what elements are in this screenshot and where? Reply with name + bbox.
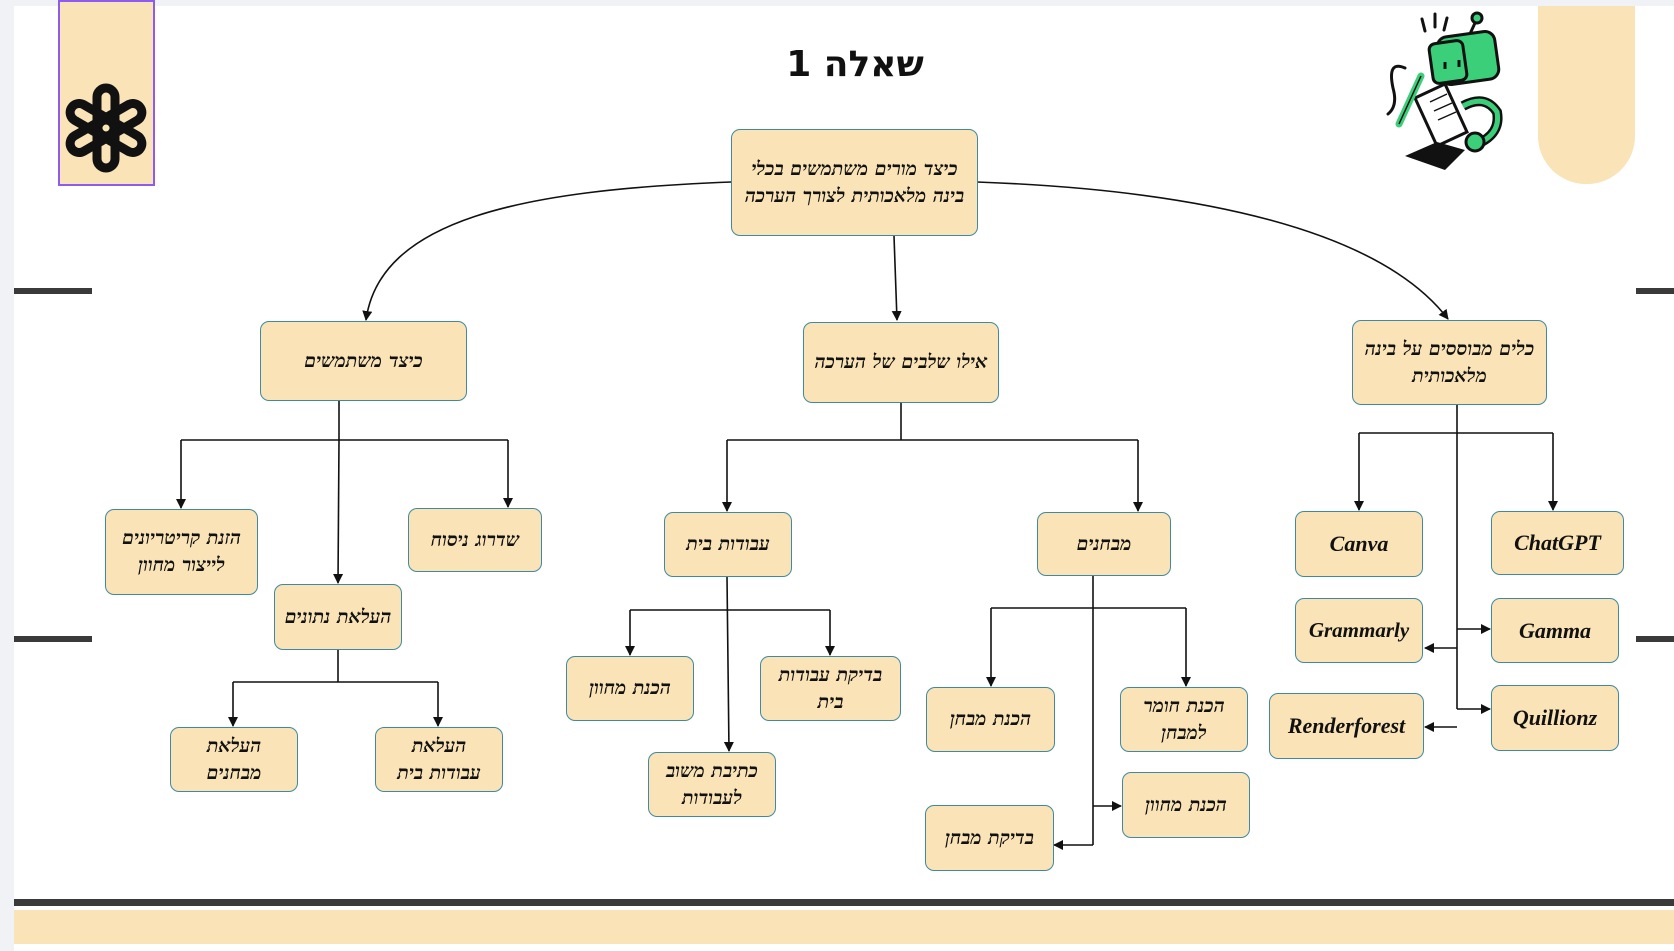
tools-node[interactable]: כלים מבוססים על בינה מלאכותית [1352, 320, 1547, 405]
bottom-rule [14, 899, 1674, 906]
hw-feedback-node[interactable]: כתיבת משוב לעבודות [648, 752, 776, 817]
gamma-node[interactable]: Gamma [1491, 598, 1619, 663]
root-node[interactable]: כיצד מורים משתמשים בכלי בינה מלאכותית לצ… [731, 129, 978, 236]
how-used-node[interactable]: כיצד משתמשים [260, 321, 467, 401]
exams-node[interactable]: מבחנים [1037, 512, 1171, 576]
exam-material-node[interactable]: הכנת חומר למבחן [1120, 687, 1248, 752]
exam-check-node[interactable]: בדיקת מבחן [925, 805, 1054, 871]
renderforest-node[interactable]: Renderforest [1269, 693, 1424, 759]
upload-data-node[interactable]: העלאת נתונים [274, 584, 402, 650]
left-rule-bottom [14, 636, 92, 642]
upload-homework-node[interactable]: העלאת עבודות בית [375, 727, 503, 792]
exam-prep-node[interactable]: הכנת מבחן [926, 687, 1055, 752]
criteria-node[interactable]: הזנת קריטריונים לייצור מחוון [105, 509, 258, 595]
chatgpt-node[interactable]: ChatGPT [1491, 511, 1624, 575]
hw-rubric-node[interactable]: הכנת מחוון [566, 656, 694, 721]
grammarly-node[interactable]: Grammarly [1295, 598, 1423, 663]
upload-exams-node[interactable]: העלאת מבחנים [170, 727, 298, 792]
right-rule-top [1636, 288, 1674, 294]
exam-rubric-node[interactable]: הכנת מחוון [1122, 772, 1250, 838]
homework-node[interactable]: עבודות בית [664, 512, 792, 577]
phrasing-node[interactable]: שדרוג ניסוח [408, 508, 542, 572]
stages-node[interactable]: אילו שלבים של הערכה [803, 322, 999, 403]
left-rule-top [14, 288, 92, 294]
hw-check-node[interactable]: בדיקת עבודות בית [760, 656, 901, 721]
logo-tab[interactable] [58, 0, 155, 186]
bottom-band [14, 910, 1674, 944]
canva-node[interactable]: Canva [1295, 511, 1423, 577]
decor-tab [1538, 6, 1635, 184]
page-title: שאלה 1 [786, 44, 924, 85]
right-rule-bottom [1636, 636, 1674, 642]
openai-logo-icon [65, 83, 147, 173]
quillionz-node[interactable]: Quillionz [1491, 685, 1619, 751]
robot-writing-icon [1386, 11, 1503, 170]
